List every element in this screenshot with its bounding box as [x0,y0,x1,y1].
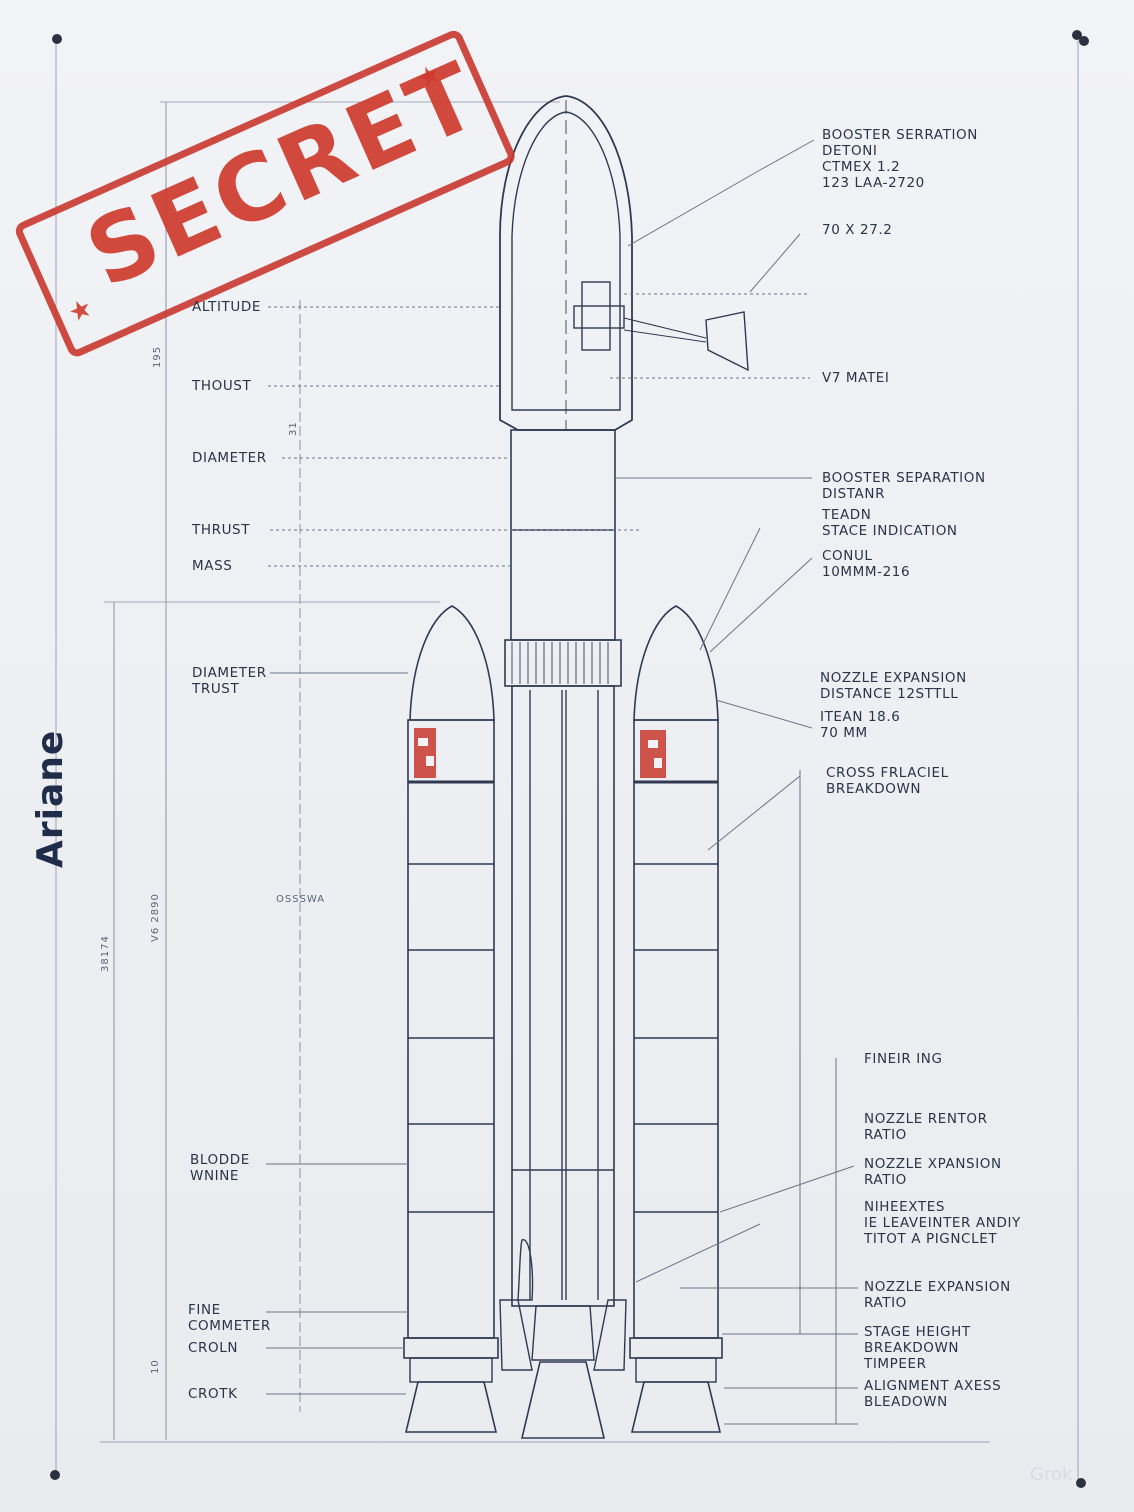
label-itean: ITEAN 18.6 70 mm [820,709,901,741]
label-mass: MASS [192,558,233,574]
label-niheextes: NIHEEXTES IE LEAVEINTER ANDIY TITOT A PI… [864,1199,1021,1247]
label-alignment-axess: ALIGNMENT AXESS BLEADOWN [864,1378,1002,1410]
label-v7-matei: V7 MATEI [822,370,890,386]
dim-text: 31 [288,421,299,436]
label-conul: CONUL 10mmm-216 [822,548,911,580]
label-altitude: ALTITUDE [192,299,261,315]
label-cross-breakdown: CROSS FRLACIEL BREAKDOWN [826,765,949,797]
diagram-title: Ariane [30,729,71,868]
pin-icon [1076,1478,1086,1488]
label-thoust: THOUST [192,378,252,394]
label-booster-serration: BOOSTER SERRATION DETONI CTMEX 1.2 123 L… [822,127,978,191]
label-booster-separation: BOOSTER SEPARATION DISTANR [822,470,986,502]
pin-icon [1072,30,1082,40]
pin-icon [1079,36,1089,46]
pin-icon [50,1470,60,1480]
label-stace-indication: TEADN STACE INDICATION [822,507,958,539]
label-diameter-trust: DIAMETER TRUST [192,665,267,697]
label-thrust: THRUST [192,522,251,538]
label-nozzle-expansion-ratio: NOZZLE EXPANSION RATIO [864,1279,1011,1311]
watermark: Grok [1030,1464,1073,1485]
label-blodde-wnine: BLODDE WNINE [190,1152,250,1184]
dim-text: 195 [152,345,163,368]
label-fineir-ing: FINEIR ING [864,1051,943,1067]
pin-icon [52,34,62,44]
label-dim-70x27: 70 x 27.2 [822,222,893,238]
label-diameter: DIAMETER [192,450,267,466]
label-nozzle-rentor-ratio: NOZZLE RENTOR RATIO [864,1111,988,1143]
dim-text: V6 2890 [150,893,161,942]
dim-text: OSSSWA [276,894,326,905]
dim-text: 38174 [100,935,111,972]
label-crotk: CROTK [188,1386,238,1402]
label-nozzle-expansion-distance: NOZZLE EXPANSION DISTANCE 12STTLL [820,670,967,702]
dim-text: 10 [150,1359,161,1374]
label-croln: CROLN [188,1340,239,1356]
label-nozzle-xpansion-ratio: NOZZLE XPANSION RATIO [864,1156,1002,1188]
label-fine-commeter: FINE COMMETER [188,1302,271,1334]
label-stage-height-breakdown: STAGE HEIGHT BREAKDOWN TIMPEER [864,1324,971,1372]
